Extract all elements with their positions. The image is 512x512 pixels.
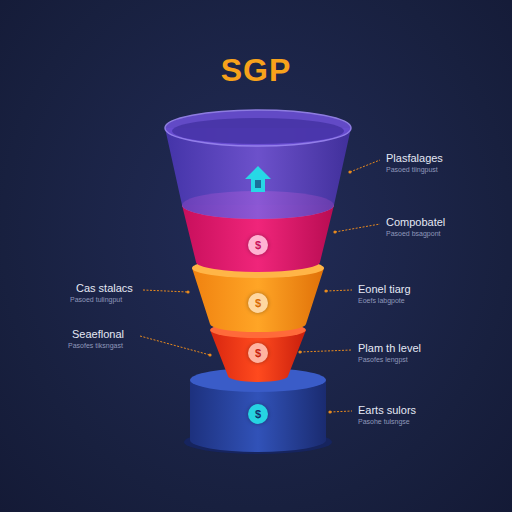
callout-subtext: Pasoed tulingput: [70, 296, 122, 303]
callout-subtext: Pasoed bsagpont: [386, 230, 441, 237]
coin-circle: $: [248, 404, 268, 424]
callout-heading: Plam th level: [358, 342, 421, 354]
callout-heading: Seaeflonal: [72, 328, 124, 340]
callout-subtext: Pasofes lengpst: [358, 356, 408, 363]
callout-subtext: Eoefs labgpote: [358, 297, 405, 304]
coin-symbol: $: [255, 298, 261, 309]
callout-subtext: Pasoed tiingpust: [386, 166, 438, 173]
callout-heading: Earts sulors: [358, 404, 416, 416]
leader-lines: [140, 160, 380, 414]
coin-symbol: $: [255, 240, 261, 251]
callout-heading: Eonel tiarg: [358, 283, 411, 295]
up-arrow-icon: [245, 166, 271, 192]
coin-circle: $: [248, 343, 268, 363]
coin-symbol: $: [255, 409, 261, 420]
callout-subtext: Pasofes tiksngast: [68, 342, 123, 349]
coin-circle: $: [248, 293, 268, 313]
diagram-title: SGP: [0, 52, 512, 89]
callout-subtext: Pasohe tulsngse: [358, 418, 410, 425]
callout-heading: Plasfalages: [386, 152, 443, 164]
coin-circle: $: [248, 235, 268, 255]
coin-symbol: $: [255, 348, 261, 359]
funnel-top-purple: [165, 110, 351, 219]
callout-heading: Compobatel: [386, 216, 445, 228]
callout-heading: Cas stalacs: [76, 282, 133, 294]
